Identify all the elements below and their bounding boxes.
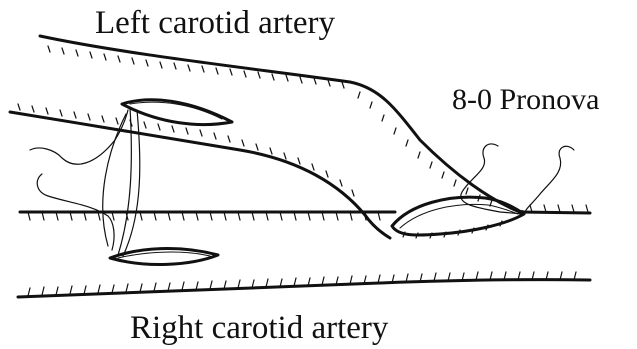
suture-label: 8-0 Pronova [452,85,599,115]
left-carotid-upper-wall [40,36,520,212]
left-carotid-label: Left carotid artery [95,7,335,40]
right-carotid-lower-wall [18,272,590,297]
lower-arteriotomy [110,249,218,265]
suture-knot [519,210,525,216]
suture-tails-left [30,110,128,250]
suture-tails-right [461,144,574,214]
anastomosis-site [392,197,524,238]
right-carotid-label: Right carotid artery [130,312,388,345]
